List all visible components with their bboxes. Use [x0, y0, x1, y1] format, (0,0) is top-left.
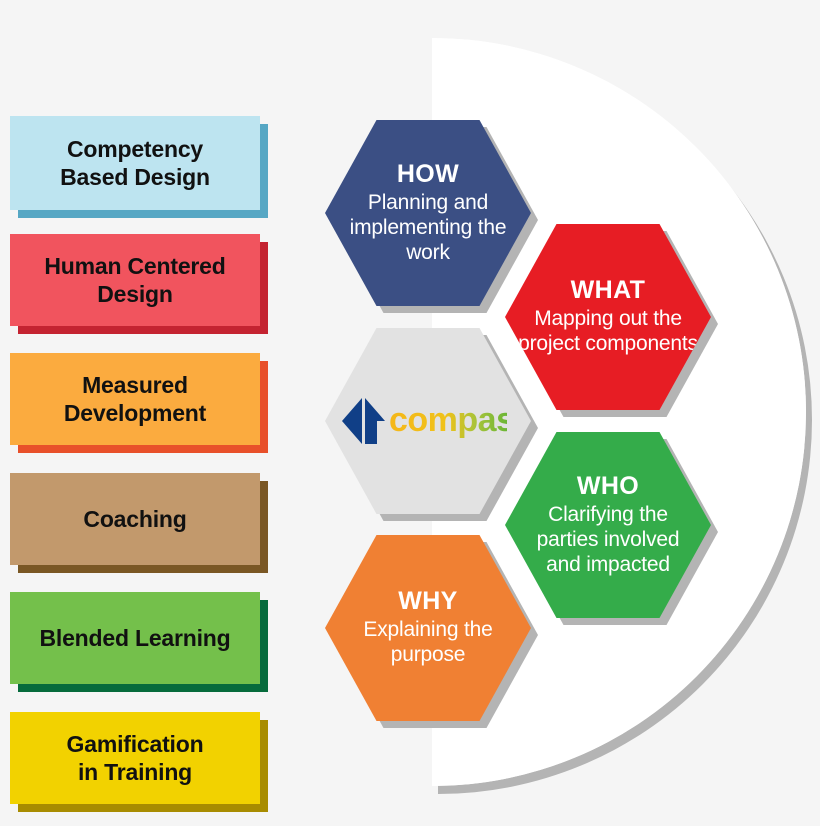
- list-item-label: Measured Development: [64, 371, 206, 427]
- list-item-label: Coaching: [83, 505, 187, 532]
- label-line-2: Development: [63, 400, 207, 426]
- compas-mark-icon: [342, 398, 385, 444]
- hexagon-who[interactable]: WHO Clarifying the parties involved and …: [505, 432, 718, 625]
- label-line-1: Gamification: [66, 730, 204, 757]
- hexagon-how[interactable]: HOW Planning and implementing the work: [325, 120, 538, 313]
- hexagon-title: WHAT: [570, 275, 646, 304]
- list-item-blended-learning[interactable]: Blended Learning: [10, 592, 268, 692]
- hexagon-logo[interactable]: compas: [325, 328, 538, 521]
- list-item-coaching[interactable]: Coaching: [10, 473, 268, 573]
- list-item-label: Blended Learning: [39, 624, 231, 651]
- label-line-2: in Training: [77, 759, 193, 785]
- box-face: Blended Learning: [10, 592, 260, 684]
- list-item-label: Human Centered Design: [44, 252, 225, 308]
- hexagon-description: Planning and implementing the work: [349, 191, 507, 264]
- compas-logo: compas: [341, 396, 507, 446]
- list-item-measured-development[interactable]: Measured Development: [10, 353, 268, 453]
- list-item-label: Competency Based Design: [60, 135, 210, 191]
- hexagon-face: WHY Explaining the purpose: [325, 535, 531, 721]
- list-item-human-centered-design[interactable]: Human Centered Design: [10, 234, 268, 334]
- label-line-2: Design: [97, 281, 173, 307]
- list-item-label: Gamification in Training: [67, 730, 204, 786]
- hexagon-description: Clarifying the parties involved and impa…: [536, 503, 680, 576]
- list-item-gamification-in-training[interactable]: Gamification in Training: [10, 712, 268, 812]
- box-face: Measured Development: [10, 353, 260, 445]
- box-face: Coaching: [10, 473, 260, 565]
- hexagon-description: Mapping out the project components: [518, 307, 698, 356]
- hexagon-what[interactable]: WHAT Mapping out the project components: [505, 224, 718, 417]
- hexagon-title: WHY: [398, 586, 458, 615]
- hexagon-why[interactable]: WHY Explaining the purpose: [325, 535, 538, 728]
- box-face: Gamification in Training: [10, 712, 260, 804]
- label-line-1: Competency: [66, 135, 204, 162]
- svg-text:compas: compas: [389, 401, 507, 439]
- label-line-1: Human Centered: [44, 252, 226, 279]
- label-line-1: Measured: [82, 371, 188, 398]
- label-line-2: Based Design: [60, 164, 210, 190]
- list-item-competency-based-design[interactable]: Competency Based Design: [10, 116, 268, 218]
- hexagon-title: WHO: [576, 471, 640, 500]
- box-face: Competency Based Design: [10, 116, 260, 210]
- hexagon-title: HOW: [396, 159, 460, 188]
- hexagon-face: compas: [325, 328, 531, 514]
- box-face: Human Centered Design: [10, 234, 260, 326]
- capability-list: Competency Based Design Human Centered D…: [0, 0, 300, 826]
- hexagon-description: Explaining the purpose: [363, 618, 493, 667]
- compas-wordmark: compas: [389, 401, 507, 439]
- hexagon-face: HOW Planning and implementing the work: [325, 120, 531, 306]
